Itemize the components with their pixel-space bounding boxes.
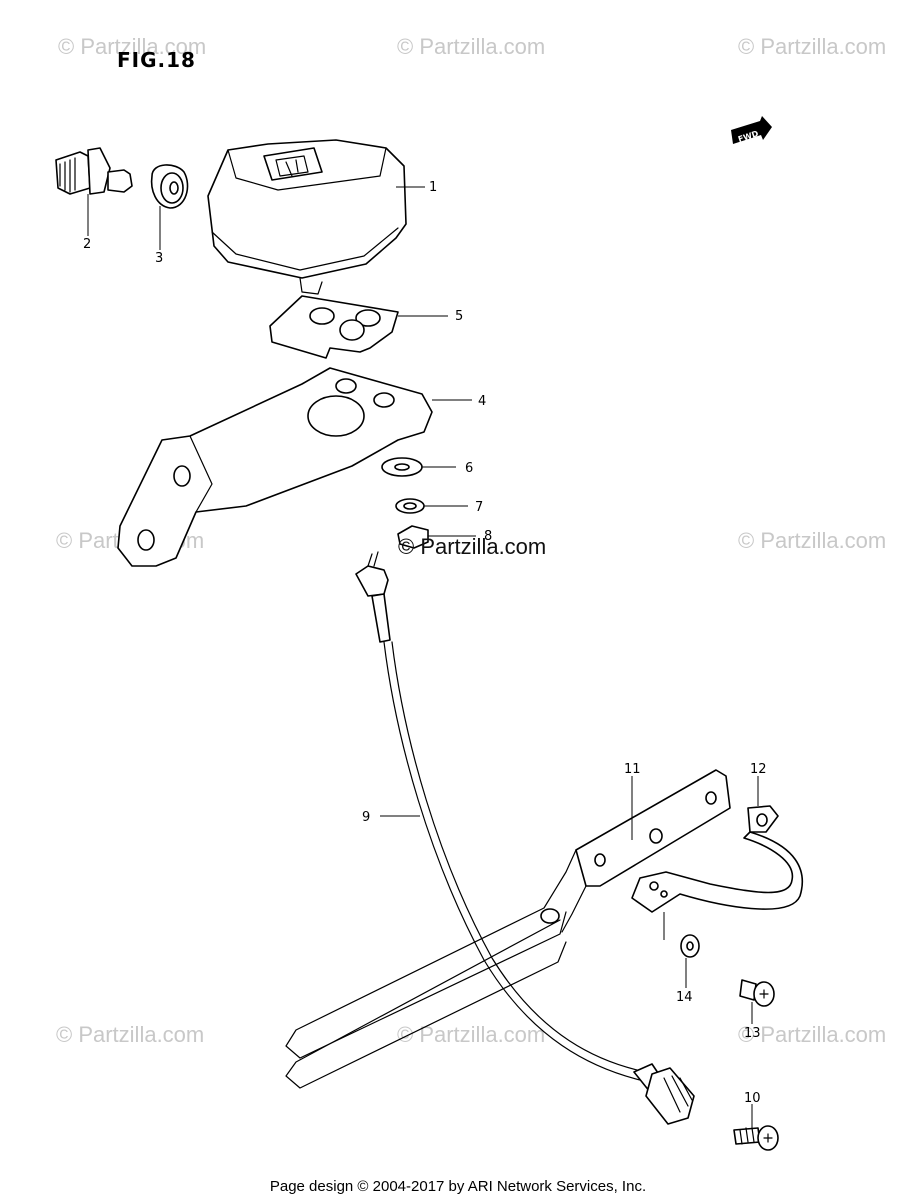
callout-9: 9 [362, 810, 370, 825]
part-1-housing [207, 139, 407, 295]
part-5-plate [269, 295, 399, 359]
part-14-washer [680, 934, 700, 958]
part-11-stay [285, 769, 731, 1089]
leader-lines [87, 186, 759, 1128]
watermark: © Partzilla.com [397, 1022, 546, 1047]
part-13-screw [739, 979, 775, 1007]
callout-2: 2 [83, 237, 91, 252]
part-4-bracket [117, 367, 433, 567]
part-12-clamp [631, 805, 804, 913]
callout-14: 14 [676, 990, 693, 1005]
watermark: © Partzilla.com [738, 528, 887, 553]
forward-arrow-icon: FWD [731, 116, 772, 144]
watermark: © Partzilla.com [398, 534, 547, 559]
footer-copyright: Page design © 2004-2017 by ARI Network S… [269, 1178, 647, 1195]
part-2-socket [55, 147, 133, 195]
callout-8: 8 [484, 529, 492, 544]
figure-title: FIG.18 [117, 48, 196, 72]
watermark: © Partzilla.com [56, 1022, 205, 1047]
callout-7: 7 [475, 500, 483, 515]
callout-5: 5 [455, 309, 463, 324]
callout-1: 1 [429, 180, 437, 195]
part-3-grommet [150, 164, 189, 209]
callout-12: 12 [750, 762, 767, 777]
callout-13: 13 [744, 1026, 761, 1041]
callout-3: 3 [155, 251, 163, 266]
callout-10: 10 [744, 1091, 761, 1106]
watermark: © Partzilla.com [738, 34, 887, 59]
watermark: © Partzilla.com [397, 34, 546, 59]
part-7-washer [395, 498, 425, 514]
callout-4: 4 [478, 394, 486, 409]
part-8-nut [397, 525, 429, 549]
part-9-cable [355, 551, 695, 1125]
part-10-screw [733, 1125, 779, 1151]
watermark: © Partzilla.com [58, 34, 207, 59]
watermark: © Partzilla.com [738, 1022, 887, 1047]
part-6-washer [381, 457, 423, 477]
callout-6: 6 [465, 461, 473, 476]
callout-11: 11 [624, 762, 641, 777]
